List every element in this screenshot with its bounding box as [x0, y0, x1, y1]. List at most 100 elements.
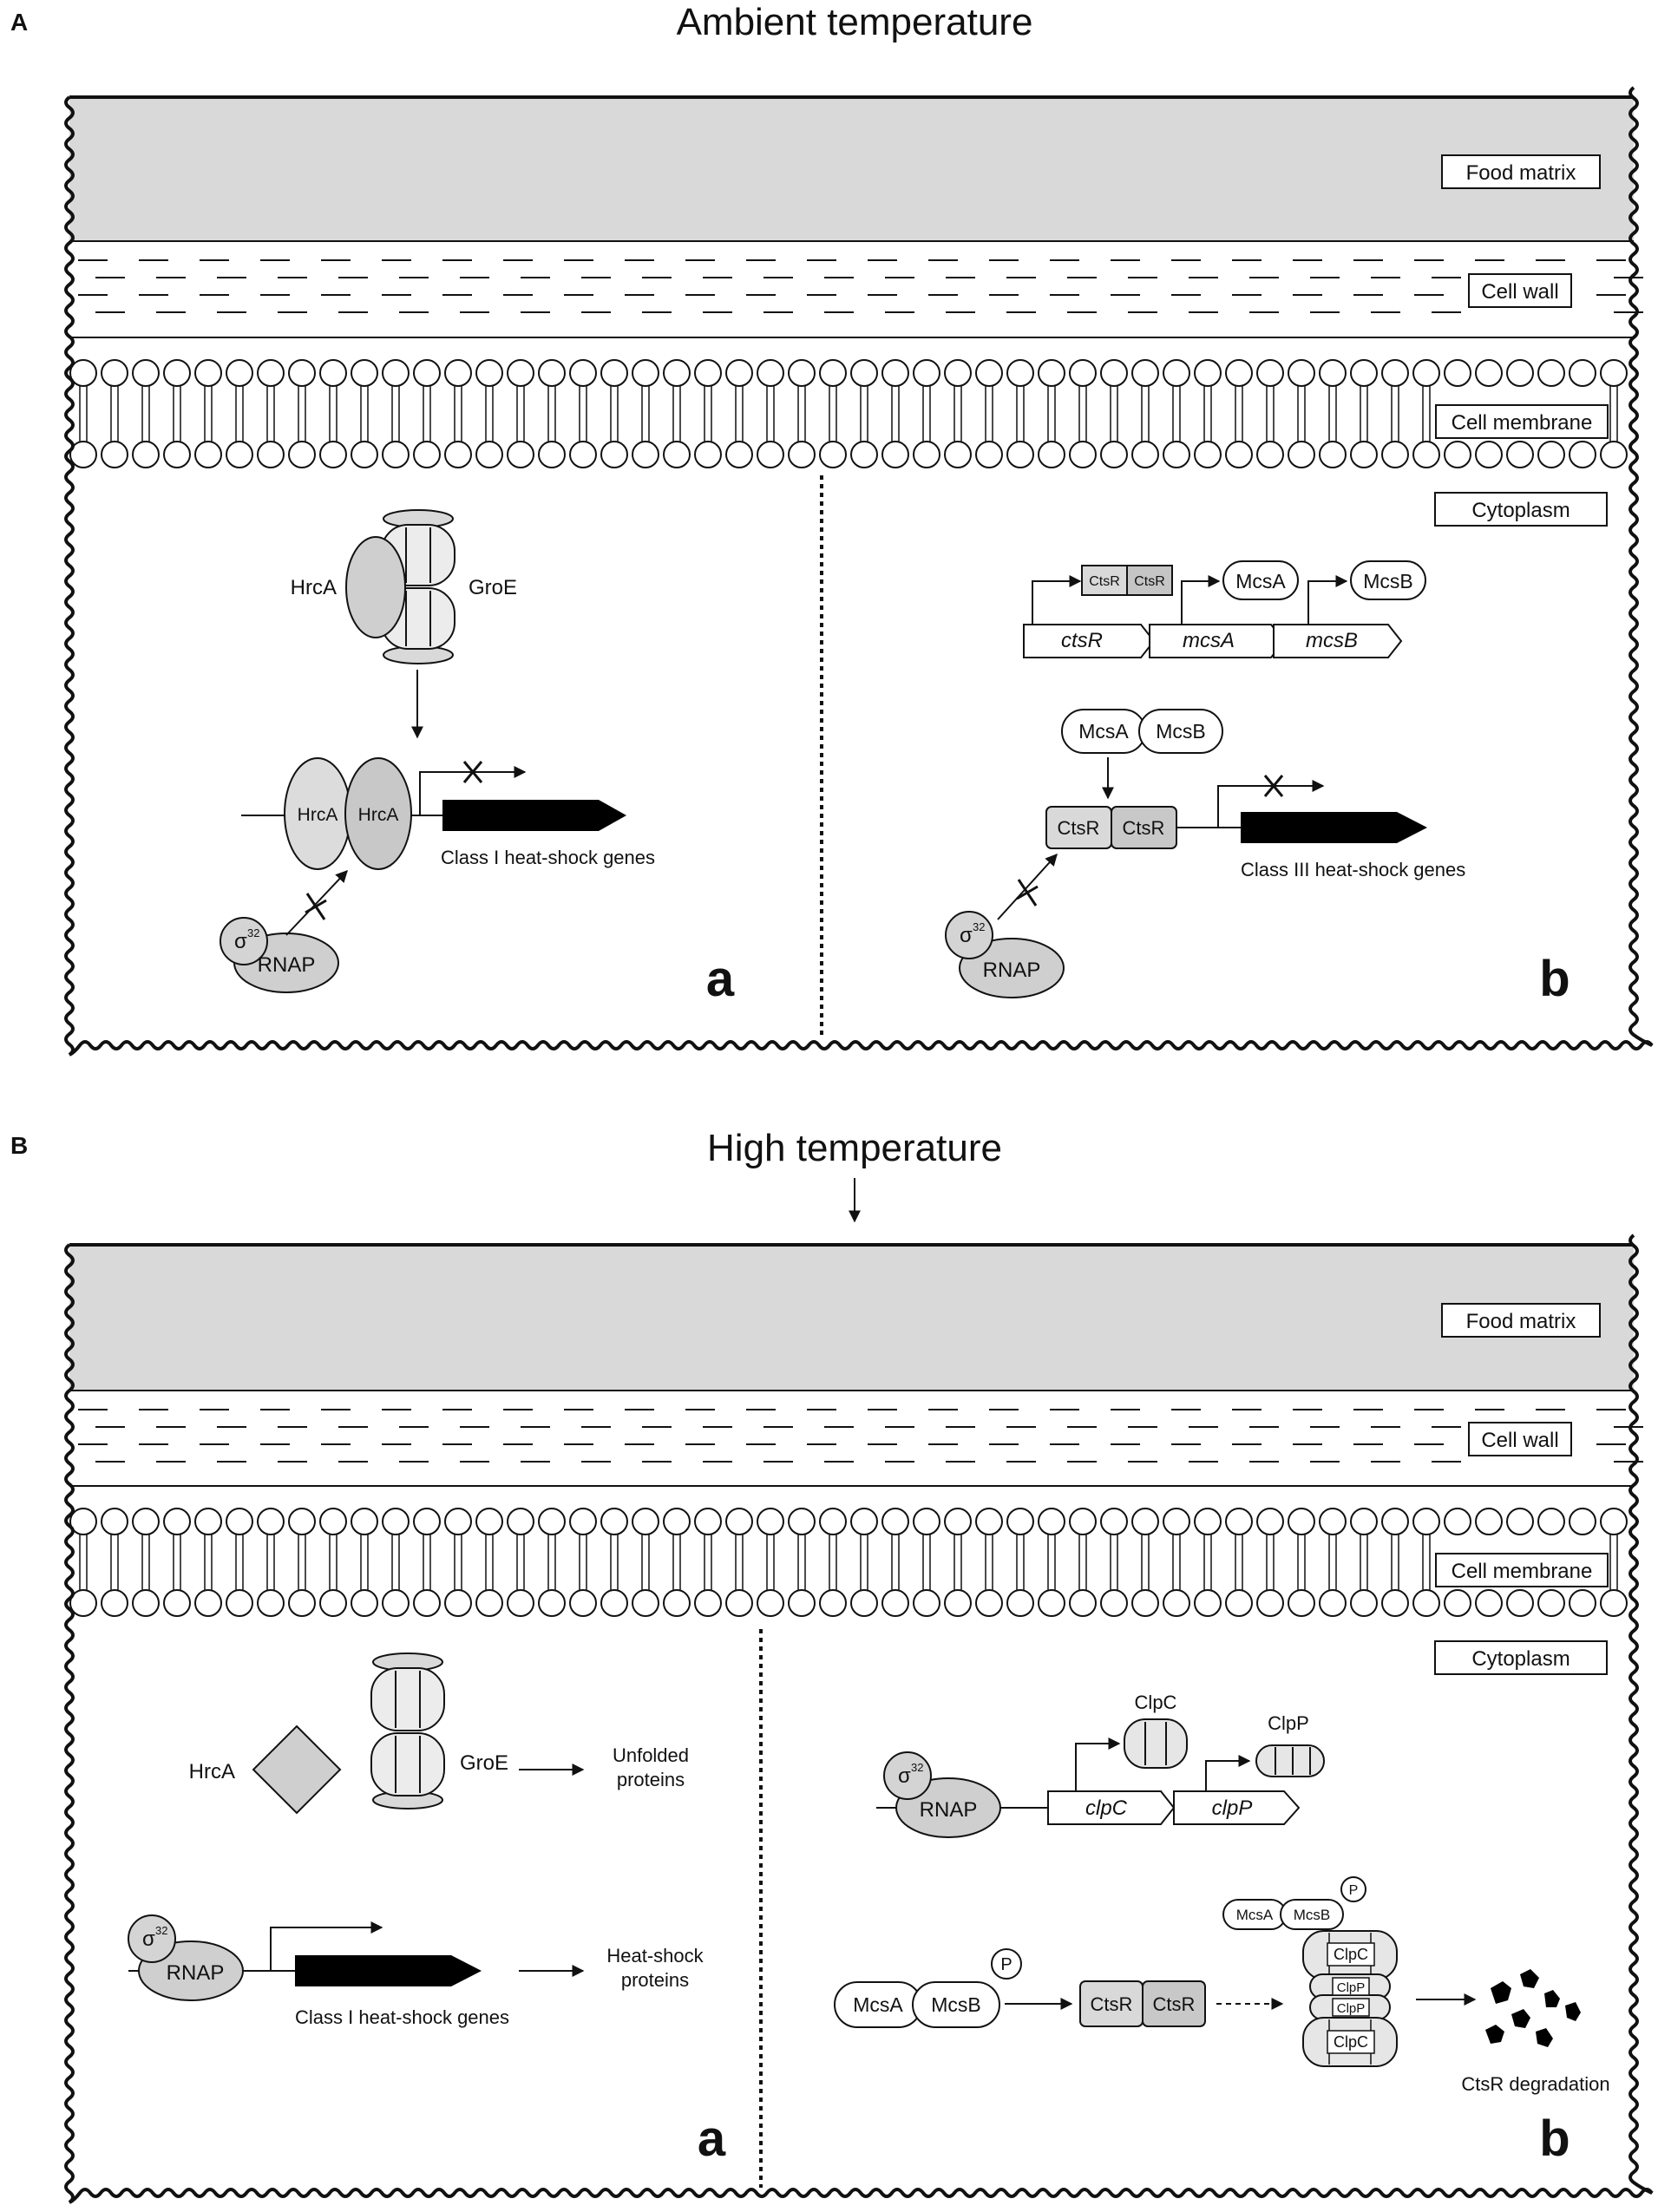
- operon-ctsr-box-right: [1126, 565, 1173, 596]
- gene-clpp-label: clpP: [1212, 1796, 1253, 1820]
- rnap-arrow: [285, 869, 348, 936]
- clpc-hexamer-icon: [1124, 1718, 1188, 1769]
- repressor-right-label: CtsR: [1123, 817, 1165, 839]
- hrca-dimer-right-label: HrcA: [358, 805, 399, 825]
- groe-label-b: GroE: [460, 1751, 508, 1775]
- phosphate-circle: [991, 1948, 1022, 1980]
- unfolded-line-1: Unfolded: [613, 1744, 689, 1766]
- operon-ctsr-left-label: CtsR: [1089, 574, 1120, 589]
- mcsb-label-b: McsB: [931, 1993, 981, 2016]
- operon-ctsr-box-left: [1081, 565, 1128, 596]
- cell-outline: [64, 86, 1654, 1057]
- sigma32: [220, 917, 268, 965]
- phosphate-label: P: [1000, 1955, 1012, 1974]
- repressor-left-label: CtsR: [1058, 817, 1100, 839]
- clpc-label: ClpC: [1135, 1692, 1177, 1713]
- stack-clpp-2-label: ClpP: [1337, 2001, 1366, 2016]
- gene-clpp-arrow: [1173, 1790, 1301, 1825]
- gene-clpc-arrow: [1047, 1790, 1176, 1825]
- sigma-superscript: 32: [247, 926, 259, 939]
- rnap-b-arrow: [997, 853, 1058, 920]
- block-x-b: [1263, 775, 1284, 797]
- food-matrix-label: Food matrix: [1466, 161, 1576, 185]
- ctsr-right-b-label: CtsR: [1153, 1993, 1196, 2015]
- panel-a-title: Ambient temperature: [677, 1, 1033, 43]
- mcsb-oval: [1138, 709, 1223, 754]
- class-i-gene-block-b: [295, 1955, 482, 1986]
- gene-mcsa-label: mcsA: [1183, 629, 1235, 652]
- sigma-superscript-b: 32: [973, 920, 985, 933]
- panel-b: B High temperature Food matrix Cell wall…: [10, 1127, 1654, 2204]
- clpp-heptamer-icon: [1255, 1744, 1325, 1777]
- promoter-arrow: [419, 766, 527, 815]
- sub-letter-b: b: [1539, 951, 1570, 1007]
- food-matrix-label-box: [1441, 154, 1601, 189]
- cell-wall-dashes-b: [78, 1409, 1643, 1463]
- promoter-arrow-b: [1217, 780, 1325, 828]
- complex-mcsb-label: McsB: [1156, 720, 1206, 743]
- cell-membrane-label-b: Cell membrane: [1452, 1560, 1593, 1583]
- food-matrix-label-b: Food matrix: [1466, 1310, 1576, 1333]
- stack-p-label: P: [1349, 1883, 1359, 1898]
- rnap-b-label: RNAP: [983, 959, 1041, 982]
- operon-mcsb-label: McsB: [1363, 570, 1413, 592]
- rnap-d-label: RNAP: [920, 1798, 978, 1822]
- class-i-genes-label: Class I heat-shock genes: [441, 847, 655, 868]
- sub-letter-a: a: [706, 951, 735, 1007]
- hrca-groe-complex: [345, 509, 455, 664]
- clpcp-protease-stack: [1222, 1876, 1398, 2067]
- sigma-symbol-c: σ: [142, 1927, 155, 1951]
- complex-mcsa-label: McsA: [1078, 720, 1129, 743]
- groe-label: GroE: [469, 576, 517, 599]
- stack-mcsa-label: McsA: [1236, 1907, 1274, 1923]
- sub-letter-b-b: b: [1539, 2111, 1570, 2167]
- hrca-dimer-right: [344, 757, 412, 870]
- gene-ctsr-label: ctsR: [1061, 629, 1103, 652]
- food-matrix-region-b: [69, 1245, 1634, 1391]
- sigma-superscript-c: 32: [155, 1924, 167, 1937]
- block-x-rnap-b: [1016, 879, 1039, 906]
- ctsr-left-b-label: CtsR: [1091, 1993, 1133, 2015]
- hsp-line-1: Heat-shock: [606, 1945, 704, 1967]
- cell-membrane-label: Cell membrane: [1452, 411, 1593, 435]
- rnap-label: RNAP: [258, 953, 316, 977]
- degraded-fragments-icon: [1485, 1969, 1581, 2047]
- operon-mcsa-oval: [1222, 560, 1299, 600]
- panel-b-letter: B: [10, 1132, 28, 1159]
- class-i-gene-block: [442, 800, 626, 831]
- clpp-label: ClpP: [1268, 1712, 1309, 1734]
- gene-ctsr-arrow: [1023, 624, 1156, 658]
- stack-clpp-1-label: ClpP: [1337, 1980, 1366, 1995]
- class-iii-gene-block: [1241, 812, 1427, 843]
- groe-barrel-b: [370, 1652, 445, 1810]
- sigma-symbol-d: σ: [898, 1764, 911, 1788]
- cell-wall-label: Cell wall: [1481, 280, 1558, 304]
- cell-membrane-label-box: [1435, 404, 1609, 439]
- hrca-label-b: HrcA: [189, 1760, 235, 1783]
- sigma-symbol-b: σ: [960, 924, 973, 947]
- rnap-b: [959, 938, 1065, 998]
- food-matrix-region: [69, 97, 1634, 241]
- gene-clpc-label: clpC: [1085, 1796, 1128, 1820]
- hrca-monomer: [345, 536, 406, 638]
- sigma32-c: [128, 1914, 176, 1963]
- sigma-symbol: σ: [234, 930, 247, 953]
- block-x-rnap: [305, 893, 327, 920]
- rnap-c-label: RNAP: [167, 1961, 225, 1985]
- hrca-label: HrcA: [291, 576, 337, 599]
- promoter-arrow-c: [270, 1921, 383, 1971]
- operon-ctsr-right-label: CtsR: [1134, 574, 1165, 589]
- hrca-dimer-left-label: HrcA: [298, 805, 338, 825]
- ctsr-operon: ctsR mcsA mcsB CtsR CtsR McsA McsB: [1023, 560, 1426, 658]
- operon-mcsb-oval: [1350, 560, 1426, 600]
- degradation-label: CtsR degradation: [1461, 2073, 1609, 2095]
- cell-wall-label-box: [1468, 273, 1572, 308]
- cell-wall-dashes: [78, 259, 1643, 313]
- cytoplasm-label-b: Cytoplasm: [1471, 1647, 1570, 1671]
- cell-wall-label-b: Cell wall: [1481, 1429, 1558, 1452]
- sigma32-b: [945, 911, 993, 959]
- sigma-superscript-d: 32: [911, 1761, 923, 1774]
- block-x-transcription: [462, 761, 483, 783]
- ctsr-repressor-right: [1111, 806, 1177, 849]
